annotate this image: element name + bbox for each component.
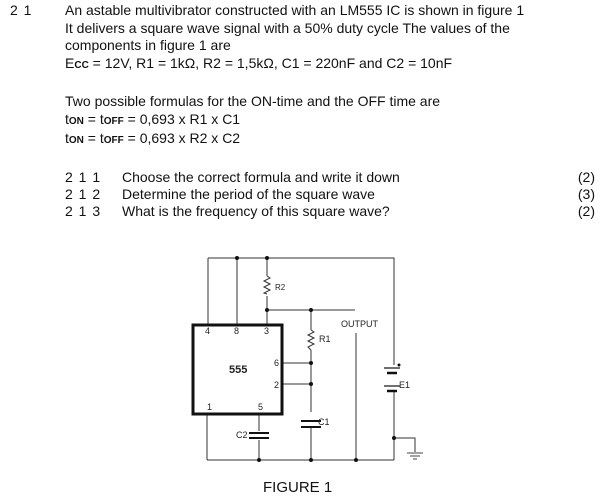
resistor-r2-icon [262, 275, 272, 295]
c1-label: C1 [318, 417, 330, 427]
question-intro: An astable multivibrator constructed wit… [65, 2, 605, 74]
pin-8-label: 8 [234, 326, 239, 336]
r1-label: R1 [319, 334, 331, 344]
battery-e1-icon [384, 363, 403, 393]
formula-2: tON = tOFF = 0,693 x R2 x C2 [65, 130, 241, 146]
formulas-intro: Two possible formulas for the ON-time an… [65, 93, 441, 109]
subquestion: 2 1 3 What is the frequency of this squa… [65, 203, 595, 220]
wire-ground [394, 437, 416, 452]
subquestion: 2 1 2 Determine the period of the square… [65, 186, 595, 203]
ic-555-body [191, 323, 284, 416]
ic-label: 555 [229, 364, 247, 376]
junction-dots [235, 256, 396, 462]
pin-5-label: 5 [258, 402, 263, 412]
subquestion-number: 2 1 3 [65, 203, 102, 219]
subquestion-text: Choose the correct formula and write it … [122, 169, 400, 185]
capacitor-c1-icon [301, 420, 321, 428]
output-label: OUTPUT [341, 319, 379, 329]
component-values: ECC = 12V, R1 = 1kΩ, R2 = 1,5kΩ, C1 = 22… [65, 54, 453, 71]
intro-line: An astable multivibrator constructed wit… [65, 2, 525, 18]
ground-icon [407, 452, 423, 460]
resistor-r1-icon [306, 329, 316, 351]
r2-label: R2 [275, 283, 286, 292]
subquestion-marks: (3) [577, 186, 595, 202]
pin-1-label: 1 [207, 402, 212, 412]
formula-1: tON = tOFF = 0,693 x R1 x C1 [65, 110, 241, 127]
subquestion-text: What is the frequency of this square wav… [122, 203, 390, 219]
subquestion-number: 2 1 2 [65, 186, 102, 202]
subquestion-number: 2 1 1 [65, 169, 102, 185]
subquestions-list: 2 1 1 Choose the correct formula and wri… [65, 169, 595, 220]
capacitor-c2-icon [249, 432, 269, 439]
subquestion: 2 1 1 Choose the correct formula and wri… [65, 169, 595, 186]
figure-caption: FIGURE 1 [263, 479, 333, 496]
intro-line: It delivers a square wave signal with a … [65, 19, 510, 36]
question-number: 2 1 [10, 2, 33, 18]
formulas-block: Two possible formulas for the ON-time an… [65, 93, 605, 150]
intro-line: components in figure 1 are [65, 37, 231, 53]
e1-label: E1 [399, 380, 410, 390]
subquestion-marks: (2) [577, 203, 595, 219]
pin-4-label: 4 [205, 326, 210, 336]
c2-label: C2 [236, 430, 248, 440]
pin-6-label: 6 [274, 358, 279, 368]
wire-top [208, 257, 395, 460]
pin-3-label: 3 [264, 326, 269, 336]
subquestion-text: Determine the period of the square wave [122, 186, 375, 202]
pin-2-label: 2 [274, 380, 279, 390]
subquestion-marks: (2) [577, 169, 595, 185]
